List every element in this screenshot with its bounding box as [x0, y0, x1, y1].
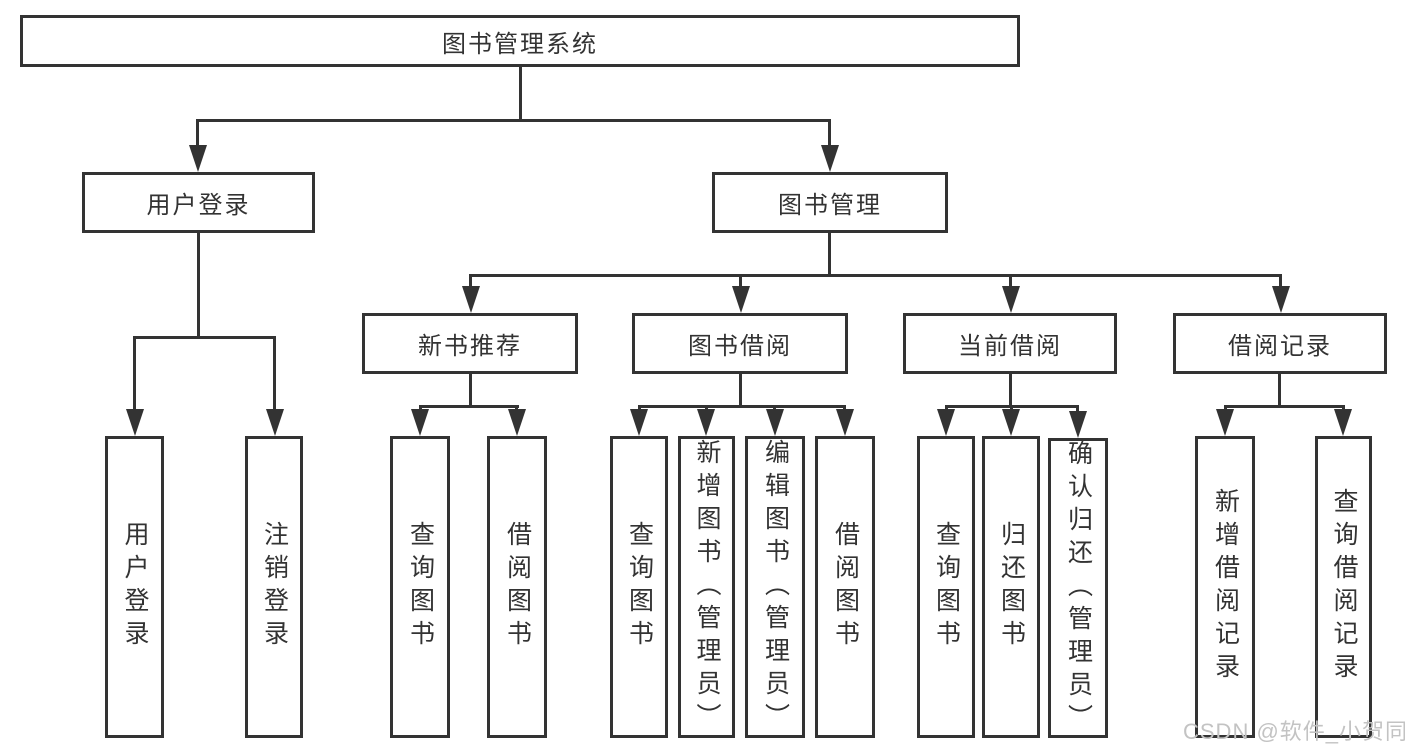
- connector-drop-leaf-user-login: [133, 336, 136, 412]
- csdn-watermark: CSDN @软件_小贺同学: [1183, 719, 1405, 744]
- node-leaf-cb-query-book: 查询图书: [917, 436, 975, 738]
- node-label: 查询图书: [932, 521, 961, 653]
- connector-drop-user-login: [196, 119, 199, 147]
- node-leaf-bb-add-book-admin: 新增图书（管理员）: [678, 436, 735, 738]
- connector-drop-book-mgmt: [828, 119, 831, 147]
- node-new-book-rec: 新书推荐: [362, 313, 578, 374]
- node-leaf-cb-return-book: 归还图书: [982, 436, 1040, 738]
- connector-book-mgmt-split: [469, 274, 1281, 277]
- arrow-down-icon: [821, 145, 839, 172]
- arrow-down-icon: [697, 409, 715, 436]
- node-leaf-br-add-record: 新增借阅记录: [1195, 436, 1255, 738]
- node-label: 查询借阅记录: [1330, 488, 1358, 686]
- arrow-down-icon: [630, 409, 648, 436]
- connector-borrow-record-split: [1224, 405, 1344, 408]
- arrow-down-icon: [411, 409, 429, 436]
- node-label: 图书借阅: [688, 333, 792, 360]
- connector-book-borrow-stem: [739, 374, 742, 405]
- node-book-borrow: 图书借阅: [632, 313, 848, 374]
- arrow-down-icon: [1216, 409, 1234, 436]
- connector-borrow-record-stem: [1278, 374, 1281, 405]
- node-leaf-rec-borrow-book: 借阅图书: [487, 436, 547, 738]
- arrow-down-icon: [836, 409, 854, 436]
- arrow-down-icon: [126, 409, 144, 436]
- connector-new-book-rec-split: [419, 405, 519, 408]
- node-label: 确认归还（管理员）: [1064, 439, 1093, 737]
- connector-drop-current-borrow: [1009, 274, 1012, 288]
- connector-user-login-split: [133, 336, 276, 339]
- node-label: 新书推荐: [418, 333, 522, 360]
- node-label: 查询图书: [625, 521, 654, 653]
- node-label: 当前借阅: [958, 333, 1062, 360]
- arrow-down-icon: [266, 409, 284, 436]
- node-leaf-logout: 注销登录: [245, 436, 303, 738]
- node-leaf-br-query-record: 查询借阅记录: [1315, 436, 1372, 738]
- arrow-down-icon: [508, 409, 526, 436]
- node-label: 用户登录: [121, 521, 149, 653]
- node-leaf-user-login: 用户登录: [105, 436, 164, 738]
- arrow-down-icon: [937, 409, 955, 436]
- arrow-down-icon: [1069, 411, 1087, 438]
- node-label: 借阅图书: [831, 521, 860, 653]
- arrow-down-icon: [732, 286, 750, 313]
- node-label: 用户登录: [146, 192, 251, 219]
- connector-drop-new-book-rec: [469, 274, 472, 288]
- node-label: 注销登录: [260, 521, 289, 653]
- node-leaf-bb-borrow-book: 借阅图书: [815, 436, 875, 738]
- connector-drop-book-borrow: [739, 274, 742, 288]
- arrow-down-icon: [1002, 286, 1020, 313]
- node-label: 归还图书: [997, 521, 1026, 653]
- connector-drop-borrow-record: [1279, 274, 1282, 288]
- node-root-title: 图书管理系统: [20, 15, 1020, 67]
- node-book-mgmt: 图书管理: [712, 172, 948, 233]
- arrow-down-icon: [189, 145, 207, 172]
- arrow-down-icon: [1334, 409, 1352, 436]
- connector-current-borrow-stem: [1009, 374, 1012, 405]
- node-label: 借阅图书: [503, 521, 532, 653]
- node-leaf-bb-edit-book-admin: 编辑图书（管理员）: [745, 436, 805, 738]
- connector-drop-leaf: [1076, 405, 1079, 413]
- node-leaf-cb-confirm-return-admin: 确认归还（管理员）: [1048, 438, 1108, 738]
- node-label: 借阅记录: [1228, 333, 1332, 360]
- connector-root-split: [197, 119, 831, 122]
- node-leaf-rec-query-book: 查询图书: [390, 436, 450, 738]
- node-user-login: 用户登录: [82, 172, 315, 233]
- arrow-down-icon: [766, 409, 784, 436]
- node-label: 图书管理系统: [442, 30, 598, 58]
- node-label: 图书管理: [778, 192, 882, 219]
- connector-root-stem: [519, 67, 522, 121]
- node-label: 新增图书（管理员）: [693, 438, 721, 736]
- node-current-borrow: 当前借阅: [903, 313, 1117, 374]
- node-borrow-record: 借阅记录: [1173, 313, 1387, 374]
- arrow-down-icon: [1272, 286, 1290, 313]
- arrow-down-icon: [1002, 409, 1020, 436]
- connector-user-login-stem: [197, 233, 200, 336]
- connector-drop-leaf-logout: [273, 336, 276, 412]
- arrow-down-icon: [462, 286, 480, 313]
- node-leaf-bb-query-book: 查询图书: [610, 436, 668, 738]
- node-label: 新增借阅记录: [1211, 488, 1240, 686]
- node-label: 查询图书: [406, 521, 435, 653]
- connector-book-borrow-split: [638, 405, 846, 408]
- connector-new-book-rec-stem: [469, 374, 472, 405]
- node-label: 编辑图书（管理员）: [761, 438, 790, 736]
- connector-book-mgmt-stem: [828, 233, 831, 274]
